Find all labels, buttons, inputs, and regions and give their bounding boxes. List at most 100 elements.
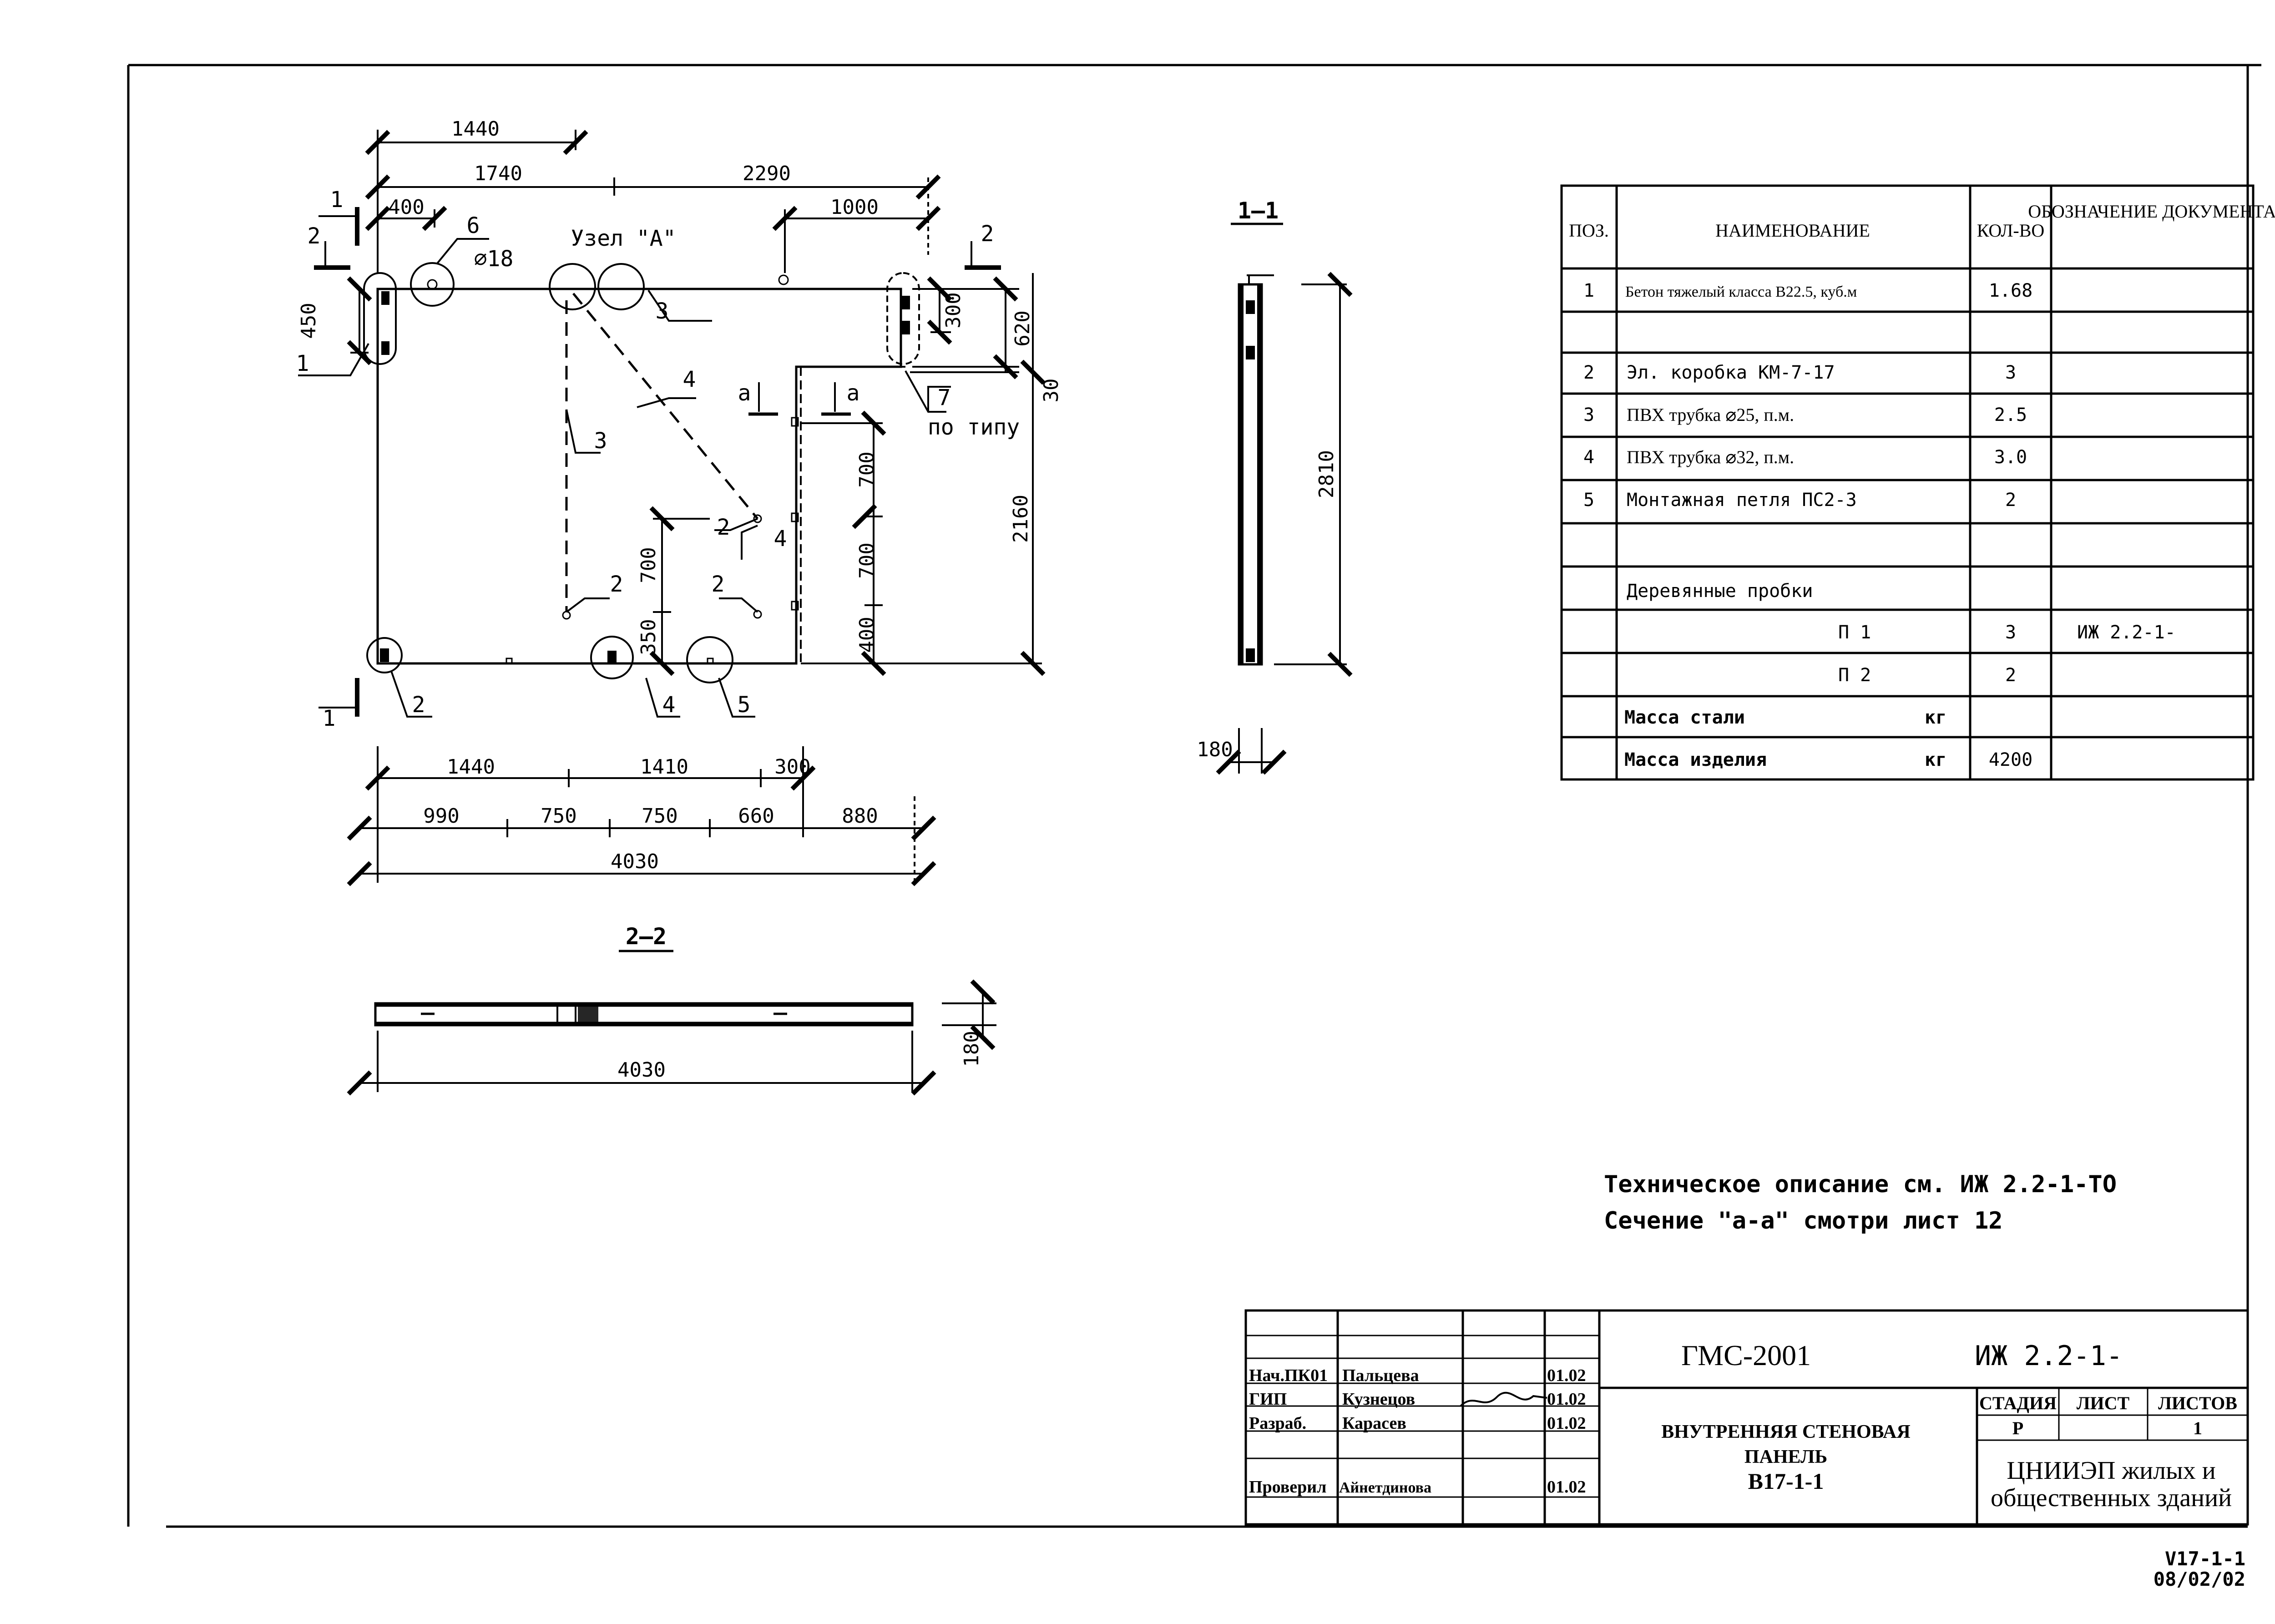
title-project-code: ГМС-2001 (1681, 1339, 1811, 1371)
sheet-frame (127, 64, 2261, 1528)
spec-header-doc: ОБОЗНАЧЕНИЕ ДОКУМЕНТА (2028, 201, 2275, 222)
signature-role: Разраб. (1249, 1414, 1306, 1433)
note-section-reference: Сечение "а-а" смотри лист 12 (1604, 1207, 2003, 1234)
stage-header: СТАДИЯ (1979, 1393, 2057, 1413)
signature-name: Айнетдинова (1339, 1479, 1431, 1496)
lifting-loop-marker-1 (410, 262, 455, 307)
panel-plan-view (363, 262, 920, 683)
section-2-2-thickness: 180 (960, 1031, 983, 1067)
spec-row-pos: 4 (1583, 447, 1594, 468)
dim-inner-350: 350 (637, 619, 660, 655)
spec-row-qty: 3 (2005, 622, 2016, 643)
dim-990: 990 (423, 804, 459, 828)
bottom-marker-4 (590, 636, 634, 679)
spec-row-name: ПВХ трубка ⌀32, п.м. (1627, 447, 1794, 467)
dim-1000: 1000 (830, 196, 879, 219)
callout-2-c: 2 (712, 572, 725, 597)
spec-row-qty: 3 (2005, 362, 2016, 383)
dim-400: 400 (388, 196, 424, 219)
callout-2-a: 2 (717, 515, 730, 540)
spec-row-pos: 1 (1583, 280, 1594, 301)
dim-450: 450 (297, 303, 320, 339)
dim-620: 620 (1011, 310, 1034, 346)
section-markers (314, 207, 1001, 717)
callout-4-side: 4 (774, 526, 787, 551)
spec-row-name: П 1 (1838, 622, 1871, 643)
section-2-2-length: 4030 (617, 1058, 666, 1082)
plan-dimensions (347, 130, 1046, 886)
section-1-mark-top: 1 (330, 187, 344, 212)
spec-row-qty: 2 (2005, 665, 2016, 686)
section-1-1-height: 2810 (1315, 450, 1338, 498)
spec-row-pos: 2 (1583, 362, 1594, 383)
callout-2-b: 2 (610, 572, 623, 597)
dim-1440-bottom: 1440 (447, 755, 495, 779)
signature-role: ГИП (1249, 1390, 1287, 1409)
signature-name: Карасев (1342, 1414, 1406, 1433)
callout-3-vertical: 3 (594, 428, 607, 454)
dim-opening-400: 400 (855, 617, 879, 653)
spec-row-qty: 2.5 (1994, 405, 2027, 425)
section-1-1-thickness: 180 (1197, 738, 1233, 761)
signature-role: Нач.ПК01 (1249, 1366, 1328, 1385)
section-2-mark-right: 2 (981, 221, 994, 247)
signature-name: Кузнецов (1342, 1390, 1415, 1409)
callout-3-top: 3 (656, 298, 669, 324)
conduit-4 (572, 293, 758, 520)
footer-date: 08/02/02 (2154, 1568, 2245, 1590)
spec-table (1560, 184, 2255, 781)
signature-date: 01.02 (1547, 1414, 1586, 1433)
conduit-end-marker (597, 263, 645, 310)
title-block (1244, 1309, 2249, 1526)
handwritten-signature (1460, 1391, 1547, 1407)
spec-row-name: П 2 (1838, 665, 1871, 686)
section-a-mark-2: а (847, 380, 860, 406)
dim-inner-700: 700 (637, 547, 660, 583)
footer-code: V17-1-1 (2165, 1548, 2245, 1570)
node-a-marker (549, 263, 596, 310)
dim-750-b: 750 (642, 804, 677, 828)
spec-header-pos: ПОЗ. (1569, 220, 1609, 241)
spec-row-name: Монтажная петля ПС2-3 (1627, 490, 1857, 511)
dim-1740: 1740 (474, 162, 522, 185)
section-2-mark-left: 2 (308, 223, 321, 249)
dim-880: 880 (842, 804, 878, 828)
signature-date: 01.02 (1547, 1366, 1586, 1385)
panel-outline (376, 288, 902, 665)
signature-role: Проверил (1249, 1477, 1326, 1497)
dim-opening-700-a: 700 (855, 451, 879, 487)
spec-row-pos: 3 (1583, 405, 1594, 425)
title-doc-code: ИЖ 2.2-1- (1975, 1340, 2123, 1372)
spec-row-name: Масса изделия (1624, 749, 1767, 770)
callout-1-left: 1 (296, 351, 309, 376)
stage-value: Р (2012, 1418, 2023, 1438)
spec-row-pos: 5 (1583, 490, 1594, 511)
spec-header-name: НАИМЕНОВАНИЕ (1715, 220, 1870, 241)
callout-diameter-18: ⌀18 (474, 246, 514, 272)
section-2-2-title: 2–2 (626, 923, 667, 950)
section-1-1: 1–1 2810 180 (1197, 197, 1353, 775)
spec-row-name: Масса стали (1624, 707, 1745, 728)
spec-row-qty: 4200 (1989, 749, 2032, 770)
dim-4030-plan: 4030 (611, 850, 659, 873)
bottom-marker-5 (686, 636, 733, 683)
sheets-header: ЛИСТОВ (2158, 1393, 2237, 1413)
dim-750-a: 750 (541, 804, 576, 828)
spec-row-name: Бетон тяжелый класса В22.5, куб.м (1625, 283, 1857, 300)
spec-row-qty: 3.0 (1994, 447, 2027, 468)
spec-row-qty: 2 (2005, 490, 2016, 511)
callout-po-tipu: по типу (928, 415, 1020, 440)
spec-row-name: Эл. коробка КМ-7-17 (1627, 362, 1835, 383)
section-2-2: 2–2 4030 180 (347, 923, 996, 1096)
section-1-mark-bottom: 1 (323, 706, 336, 731)
callout-4-diagonal: 4 (683, 367, 696, 392)
callout-7: 7 (938, 385, 951, 410)
spec-row-unit: кг (1925, 749, 1946, 770)
signature-name: Пальцева (1342, 1366, 1419, 1385)
dim-30: 30 (1040, 379, 1063, 403)
callout-5-bottom: 5 (738, 692, 751, 718)
dim-1440-top: 1440 (451, 117, 500, 141)
org-line-2: общественных зданий (1991, 1484, 2232, 1512)
dim-1410: 1410 (640, 755, 688, 779)
signature-date: 01.02 (1547, 1390, 1586, 1409)
